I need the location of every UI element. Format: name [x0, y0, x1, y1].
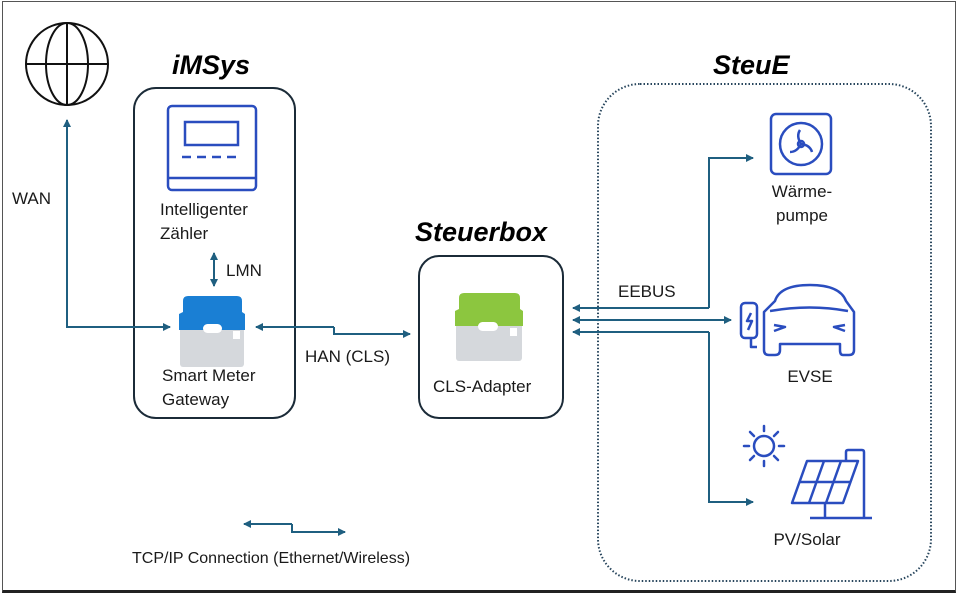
- wan-label: WAN: [12, 189, 52, 208]
- meter-label-line1: Intelligenter: [160, 200, 248, 219]
- evse-label: EVSE: [787, 367, 833, 386]
- imsys-title: iMSys: [172, 50, 251, 80]
- cls-adapter-device-icon: [455, 293, 523, 361]
- steue-group-box: [597, 83, 932, 582]
- gateway-label: Smart Meter Gateway: [162, 364, 256, 412]
- heat-pump-label: Wärme- pumpe: [760, 180, 844, 228]
- lmn-label: LMN: [226, 261, 262, 280]
- gateway-label-line2: Gateway: [162, 390, 230, 409]
- heat-pump-label-line2: pumpe: [776, 206, 828, 225]
- steuerbox-group-box: [418, 255, 564, 419]
- imsys-group-box: [133, 87, 296, 419]
- wan-connector: [63, 119, 170, 328]
- ev-charging-car-icon: [739, 283, 856, 357]
- gateway-label-line1: Smart Meter: [162, 366, 256, 385]
- eebus-label: EEBUS: [618, 282, 676, 301]
- han-label: HAN (CLS): [305, 347, 391, 366]
- solar-panel-icon: [790, 448, 872, 520]
- legend-connector-icon-right: [291, 524, 346, 536]
- heat-pump-label-line1: Wärme-: [771, 182, 833, 201]
- steuerbox-title: Steuerbox: [415, 217, 548, 247]
- pv-label: PV/Solar: [773, 530, 841, 549]
- eebus-pv-connector: [708, 332, 754, 506]
- electricity-meter-icon: [166, 104, 258, 192]
- heat-pump-fan-icon: [769, 112, 833, 176]
- han-connector: [333, 327, 411, 338]
- meter-label: Intelligenter Zähler: [160, 198, 248, 246]
- steue-title: SteuE: [713, 50, 790, 80]
- eebus-heatpump-connector: [708, 154, 754, 308]
- globe-icon: [25, 22, 109, 106]
- meter-label-line2: Zähler: [160, 224, 209, 243]
- gateway-device-icon: [179, 296, 245, 367]
- cls-adapter-label: CLS-Adapter: [433, 377, 532, 396]
- sun-icon: [742, 424, 786, 468]
- legend-label: TCP/IP Connection (Ethernet/Wireless): [132, 550, 411, 567]
